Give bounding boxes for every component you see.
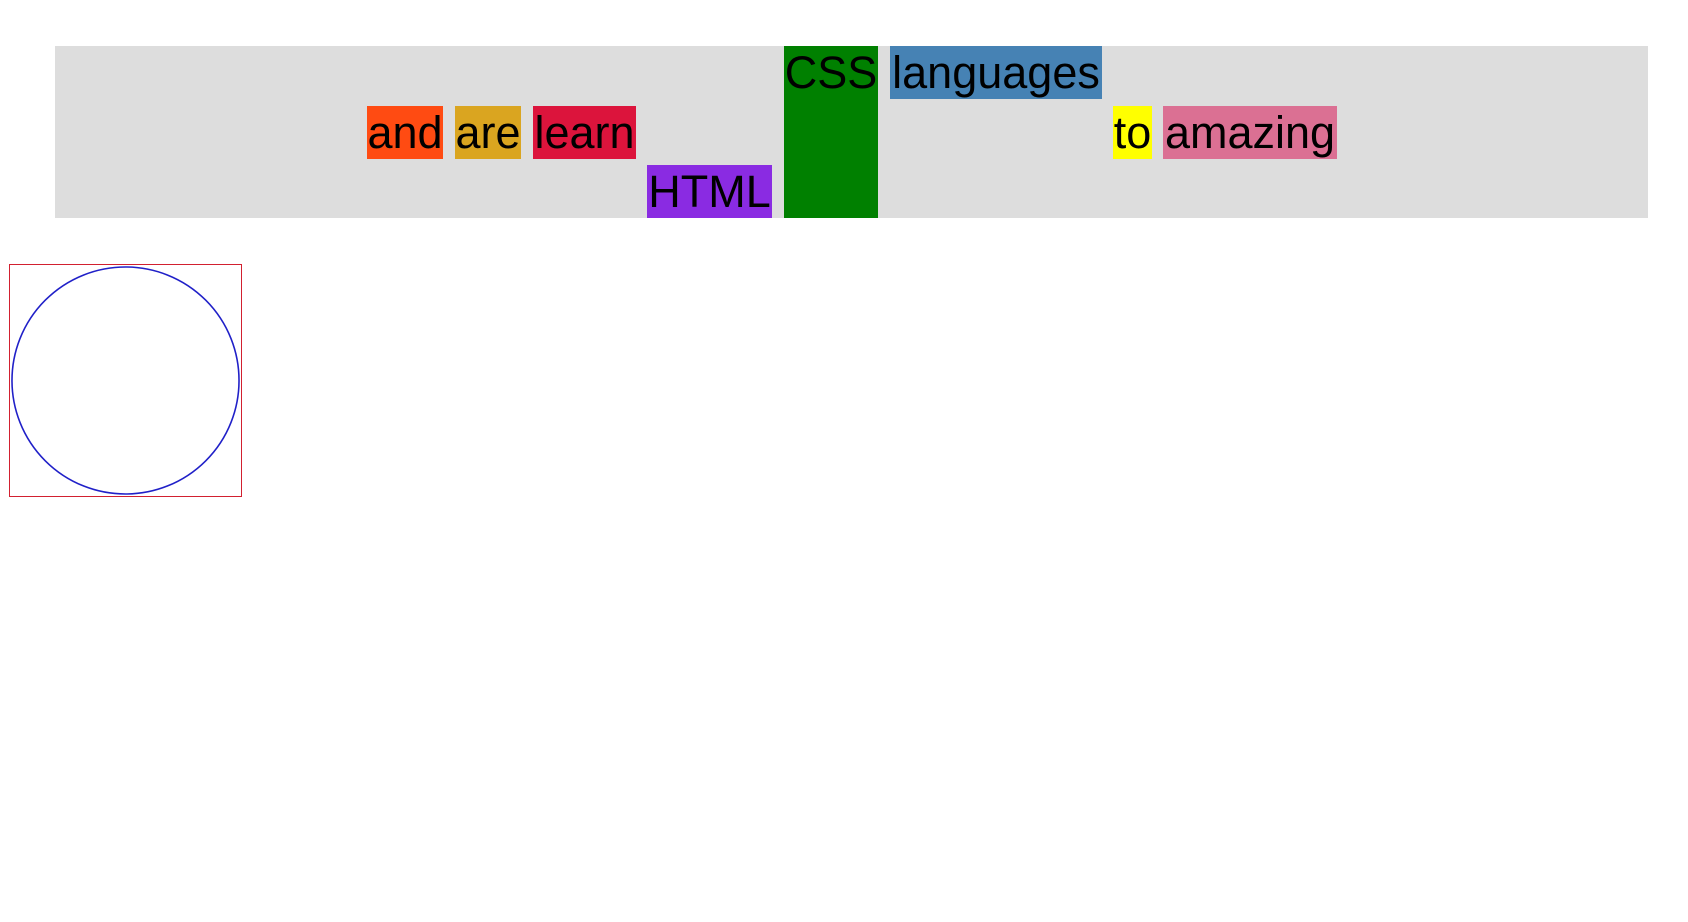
word-learn: learn bbox=[533, 106, 636, 159]
word-html: HTML bbox=[647, 165, 772, 218]
word-css: CSS bbox=[784, 46, 878, 218]
word-to: to bbox=[1113, 106, 1152, 159]
square-frame bbox=[9, 264, 242, 497]
word-strip: and are learn HTML CSS languages to amaz… bbox=[55, 46, 1648, 218]
circle-icon bbox=[11, 266, 240, 495]
word-amazing: amazing bbox=[1163, 106, 1337, 159]
circle-outline bbox=[11, 266, 240, 495]
word-are: are bbox=[455, 106, 521, 159]
word-languages: languages bbox=[890, 46, 1102, 99]
word-and: and bbox=[367, 106, 443, 159]
